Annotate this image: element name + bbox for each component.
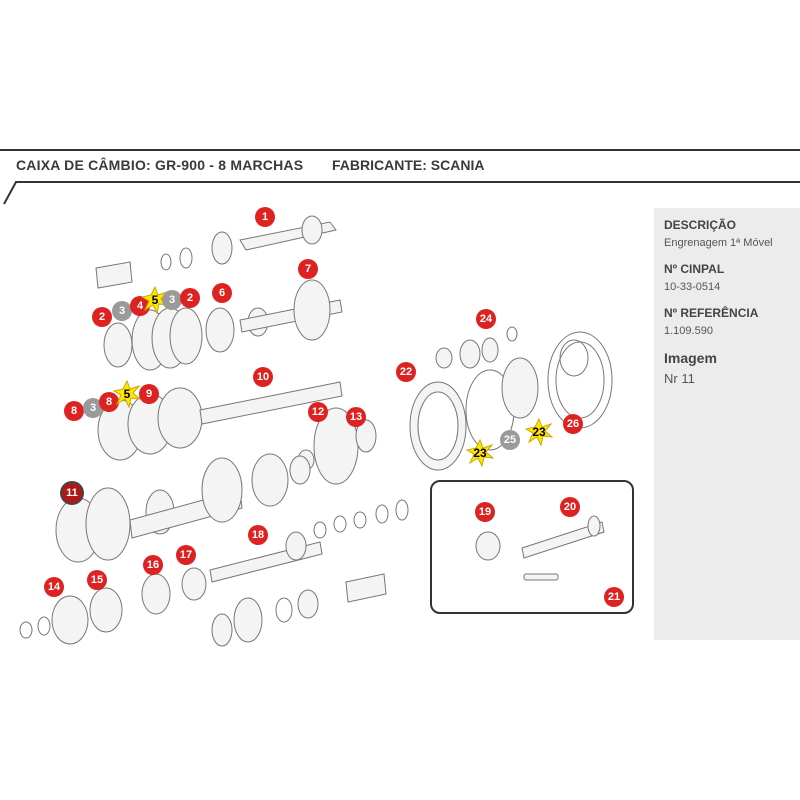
callout-3[interactable]: 3 (112, 301, 132, 321)
callout-12[interactable]: 12 (308, 402, 328, 422)
callout-2[interactable]: 2 (92, 307, 112, 327)
callout-8[interactable]: 8 (99, 392, 119, 412)
callout-5-star[interactable]: 5 (112, 379, 142, 409)
callout-5-label: 5 (123, 387, 131, 401)
description-value: Engrenagem 1ª Móvel (664, 237, 773, 249)
detail-inset-box (430, 480, 634, 614)
callout-2[interactable]: 2 (180, 288, 200, 308)
header-border (0, 149, 800, 205)
callout-20[interactable]: 20 (560, 497, 580, 517)
callout-4[interactable]: 4 (130, 296, 150, 316)
callout-21[interactable]: 21 (604, 587, 624, 607)
callout-11[interactable]: 11 (62, 483, 82, 503)
callout-26[interactable]: 26 (563, 414, 583, 434)
callout-3[interactable]: 3 (162, 290, 182, 310)
description-label: DESCRIÇÃO (664, 218, 737, 232)
star-burst-icon (112, 379, 142, 409)
cinpal-value: 10-33-0514 (664, 281, 721, 293)
callout-1[interactable]: 1 (255, 207, 275, 227)
part-info-panel: DESCRIÇÃO Engrenagem 1ª Móvel Nº CINPAL … (654, 208, 800, 640)
manufacturer-label: FABRICANTE: SCANIA (332, 157, 485, 173)
reference-value: 1.109.590 (664, 325, 713, 337)
reference-label: Nº REFERÊNCIA (664, 306, 759, 320)
gearbox-title: CAIXA DE CÂMBIO: GR-900 - 8 MARCHAS (16, 157, 304, 173)
callout-16[interactable]: 16 (143, 555, 163, 575)
callout-5-label: 5 (151, 293, 159, 307)
callout-23-star[interactable]: 23 (524, 417, 554, 447)
callout-23-star[interactable]: 23 (465, 438, 495, 468)
callout-7[interactable]: 7 (298, 259, 318, 279)
image-label: Imagem (664, 350, 717, 366)
callout-22[interactable]: 22 (396, 362, 416, 382)
callout-23-label: 23 (473, 446, 487, 460)
star-burst-icon (524, 417, 554, 447)
image-number: Nr 11 (664, 371, 695, 386)
callout-25[interactable]: 25 (500, 430, 520, 450)
callout-18[interactable]: 18 (248, 525, 268, 545)
callout-8[interactable]: 8 (64, 401, 84, 421)
callout-15[interactable]: 15 (87, 570, 107, 590)
callout-10[interactable]: 10 (253, 367, 273, 387)
star-burst-icon (465, 438, 495, 468)
callout-13[interactable]: 13 (346, 407, 366, 427)
exploded-gearbox-diagram (19, 215, 613, 647)
callout-14[interactable]: 14 (44, 577, 64, 597)
page-header: CAIXA DE CÂMBIO: GR-900 - 8 MARCHAS FABR… (0, 148, 800, 205)
callout-23-label: 23 (532, 425, 546, 439)
callout-9[interactable]: 9 (139, 384, 159, 404)
callout-3[interactable]: 3 (83, 398, 103, 418)
callout-6[interactable]: 6 (212, 283, 232, 303)
callout-24[interactable]: 24 (476, 309, 496, 329)
cinpal-label: Nº CINPAL (664, 262, 725, 276)
callout-19[interactable]: 19 (475, 502, 495, 522)
callout-17[interactable]: 17 (176, 545, 196, 565)
inset-drawing (475, 515, 605, 581)
